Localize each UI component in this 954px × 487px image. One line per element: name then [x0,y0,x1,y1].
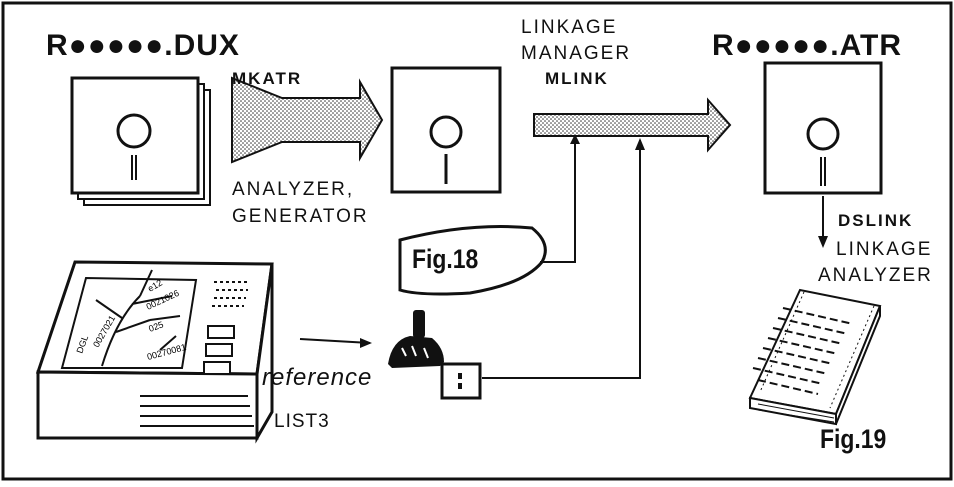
linkage-manager-label-line1: LINKAGE [521,18,617,37]
fig19-label: Fig.19 [820,426,886,453]
linkage-analyzer-label-line1: LINKAGE [836,240,932,259]
source-disk-stack [72,78,210,205]
reference-arrow [300,338,372,348]
analyzer-label: ANALYZER, [232,180,354,199]
linkage-manager-label-line2: MANAGER [521,44,631,63]
dslink-label: DSLINK [838,212,913,229]
display-terminal: DGL 0027021 0021026 025 00270081 e12 [38,262,272,438]
mlink-arrow [534,100,730,150]
fig18-connector [540,134,580,262]
reference-label: reference [262,366,372,390]
target-file-label: R●●●●●.ATR [712,31,902,61]
list3-label: LIST3 [274,412,330,431]
mkatr-label: MKATR [232,70,302,87]
hand-lightpen-icon [388,310,444,368]
source-file-label: R●●●●●.DUX [46,31,240,61]
mkatr-arrow [232,78,382,162]
plug-icon [442,364,480,398]
dslink-arrow [818,196,828,248]
printout-stack [746,290,880,424]
mlink-label: MLINK [545,70,609,87]
generator-label: GENERATOR [232,207,369,226]
target-disk [765,63,881,193]
fig18-label: Fig.18 [412,246,478,273]
intermediate-disk [392,68,500,192]
linkage-analyzer-label-line2: ANALYZER [818,266,933,285]
